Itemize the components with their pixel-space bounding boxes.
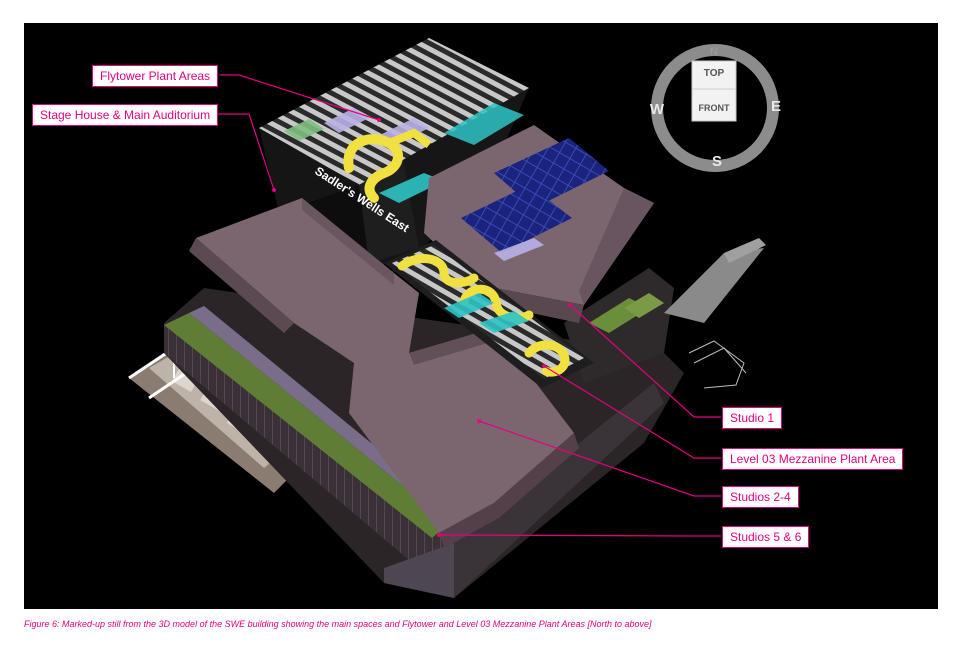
leader-lines (217, 74, 721, 537)
leader-mezzanine (543, 365, 721, 459)
leader-studios56 (438, 534, 721, 537)
building-model: Sadler's Wells East TOP FRONT W E (128, 38, 781, 598)
compass-north[interactable]: N (710, 46, 718, 58)
callout-level-03-mezzanine: Level 03 Mezzanine Plant Area (722, 448, 904, 470)
compass-ring[interactable] (651, 44, 779, 172)
east-wing (564, 238, 766, 389)
callout-studios-2-4: Studios 2-4 (722, 486, 799, 508)
leader-stage-house (217, 113, 275, 191)
compass-south[interactable]: S (712, 153, 722, 170)
view-cube[interactable] (691, 60, 737, 122)
compass-east[interactable]: E (771, 98, 781, 115)
leader-studio1 (569, 304, 721, 418)
compass-west[interactable]: W (650, 101, 665, 118)
model-viewport[interactable]: Sadler's Wells East TOP FRONT W E (24, 23, 938, 609)
view-cube-front-face[interactable]: FRONT (699, 103, 730, 113)
callout-stage-house-auditorium: Stage House & Main Auditorium (32, 104, 219, 126)
view-cube-top-face[interactable]: TOP (704, 68, 725, 79)
leader-studios24 (478, 420, 721, 497)
leader-flytower (220, 74, 380, 121)
callout-studios-5-6: Studios 5 & 6 (722, 526, 810, 548)
callout-flytower-plant-areas: Flytower Plant Areas (92, 65, 219, 87)
studios-2-4-roof (189, 198, 579, 548)
callout-studio-1: Studio 1 (722, 407, 783, 429)
navigation-cube[interactable]: TOP FRONT W E S N (650, 44, 781, 172)
leader-dots (272, 118, 572, 537)
mezzanine-plant-area (384, 238, 594, 388)
figure-caption: Figure 6: Marked-up still from the 3D mo… (24, 619, 652, 629)
